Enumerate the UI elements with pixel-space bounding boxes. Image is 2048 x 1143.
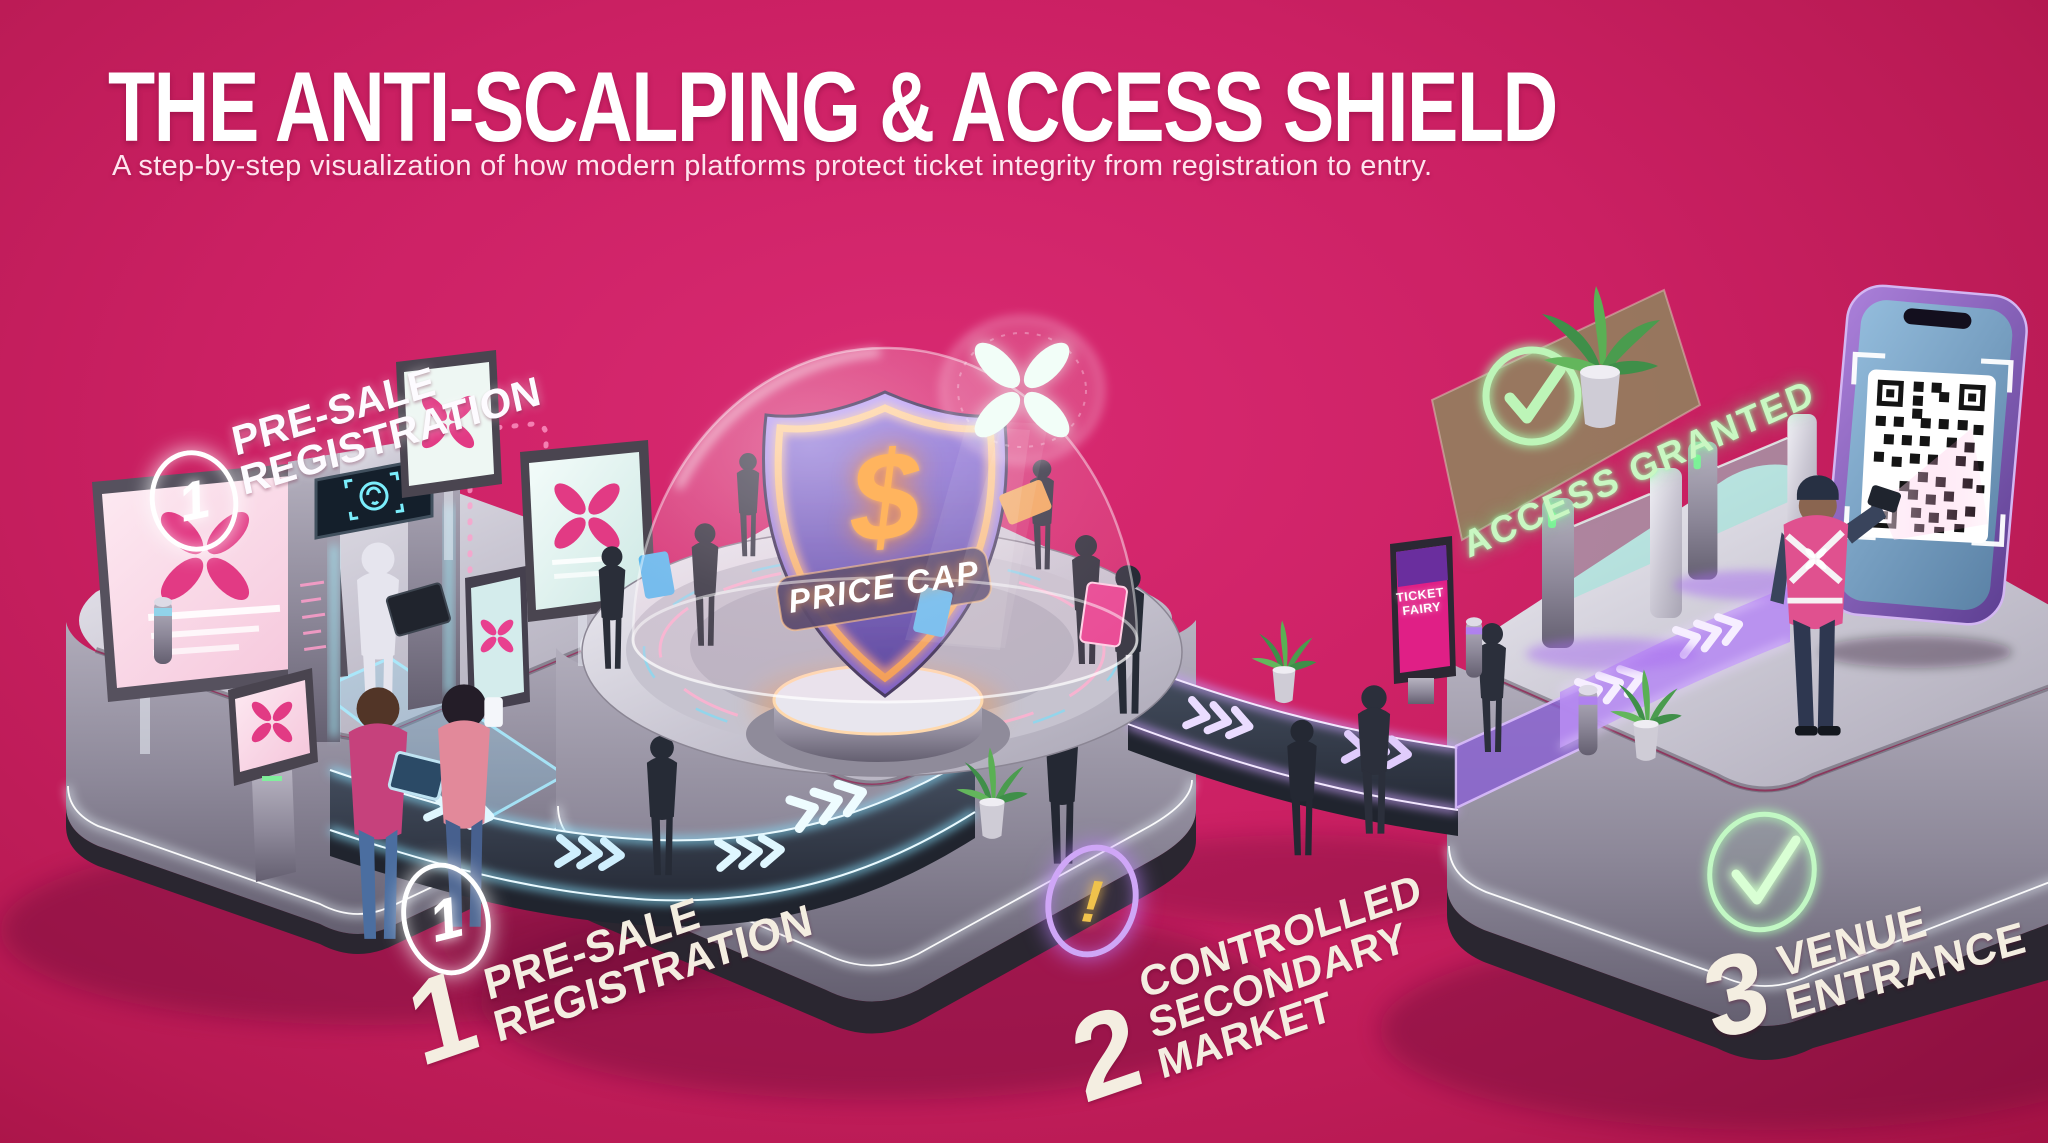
bollard xyxy=(1578,684,1598,756)
registrant-man xyxy=(348,687,448,939)
giant-phone xyxy=(1823,284,2028,626)
bollard xyxy=(154,597,172,664)
exclamation-icon: ! xyxy=(1078,866,1106,936)
smartphone xyxy=(484,697,503,727)
ticket-fairy-kiosk xyxy=(1390,536,1456,704)
bollard xyxy=(1465,617,1483,678)
flower-billboard-small xyxy=(396,350,502,560)
step1-number: 1 xyxy=(173,468,215,534)
registration-kiosk xyxy=(228,668,318,882)
page-title: THE ANTI-SCALPING & ACCESS SHIELD xyxy=(108,51,1558,162)
clipboard-tablet xyxy=(385,582,451,637)
hologram xyxy=(905,316,1104,650)
handheld-scanner xyxy=(1867,485,1902,513)
attendant-mannequin xyxy=(357,542,451,736)
price-cap-stage xyxy=(581,316,1183,777)
shield-dollar-symbol: $ xyxy=(845,423,925,570)
kiosk-teal-right-of-arch xyxy=(465,566,530,714)
palm-plant xyxy=(1542,286,1660,428)
face-scan-icon xyxy=(343,471,405,521)
kiosk-brand-text: TICKET FAIRY xyxy=(1394,585,1447,620)
step1-number: 1 xyxy=(422,883,470,955)
potted-plant xyxy=(1251,620,1317,704)
scanner-beam xyxy=(1876,428,1988,540)
registrant-woman xyxy=(438,684,503,927)
check-badge-platform xyxy=(1706,810,1818,934)
pillar-neon-text xyxy=(300,580,327,651)
security-guard xyxy=(1770,475,1902,736)
walkway-purple xyxy=(1045,584,1791,864)
check-circle-icon xyxy=(1481,345,1583,447)
phone-notch xyxy=(1903,308,1972,329)
page-subtitle: A step-by-step visualization of how mode… xyxy=(112,150,1433,182)
